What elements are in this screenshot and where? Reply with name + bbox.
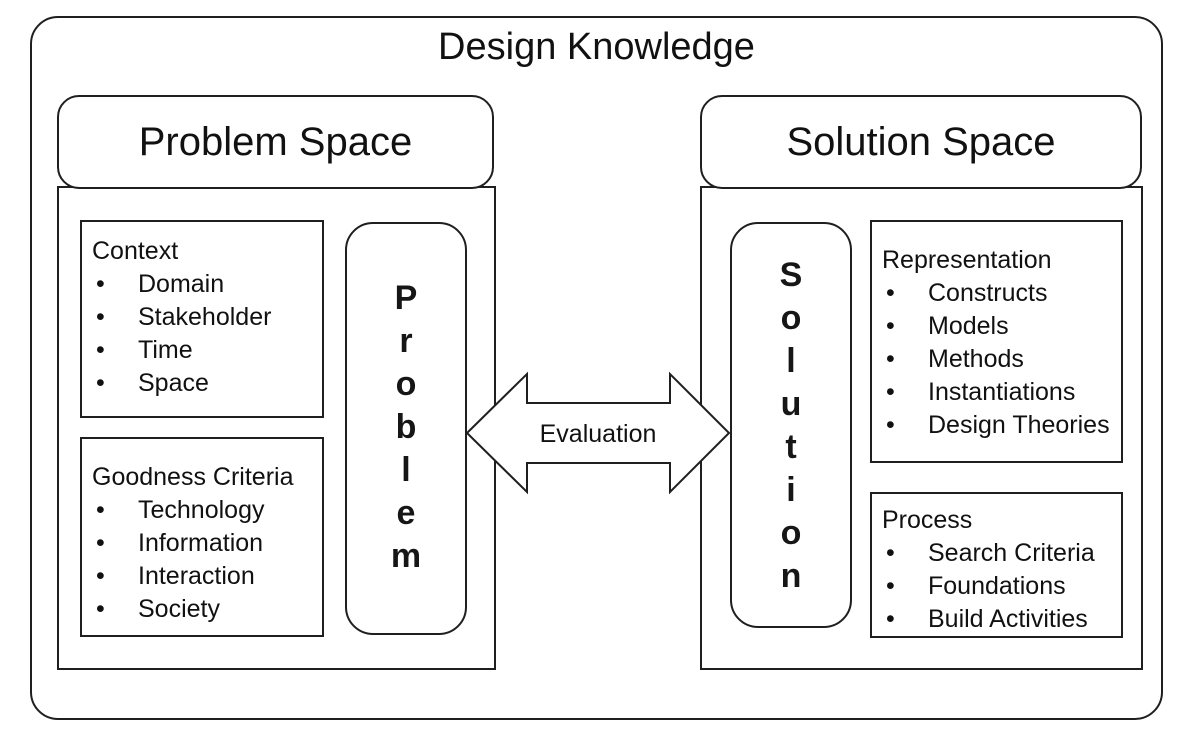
evaluation-arrow-shape bbox=[465, 371, 731, 495]
diagram-title: Design Knowledge bbox=[438, 26, 755, 68]
list-item: • Search Criteria bbox=[872, 537, 1121, 570]
bullet-dot-icon: • bbox=[886, 378, 895, 406]
list-item-label: Domain bbox=[138, 270, 225, 298]
list-item-label: Interaction bbox=[138, 562, 255, 590]
list-item: • Space bbox=[82, 367, 322, 400]
list-item-label: Time bbox=[138, 336, 193, 364]
process-title: Process bbox=[882, 506, 973, 534]
list-item-label: Design Theories bbox=[928, 411, 1110, 439]
bullet-dot-icon: • bbox=[96, 336, 105, 364]
representation-title: Representation bbox=[882, 246, 1052, 274]
bullet-dot-icon: • bbox=[886, 345, 895, 373]
solution-letter: n bbox=[780, 557, 802, 595]
solution-letter: o bbox=[780, 299, 802, 337]
list-item-label: Space bbox=[138, 369, 209, 397]
context-title: Context bbox=[92, 237, 179, 265]
solution-letter: S bbox=[779, 256, 803, 294]
list-item-label: Information bbox=[138, 529, 264, 557]
list-item: • Foundations bbox=[872, 570, 1121, 603]
list-item-label: Constructs bbox=[928, 279, 1048, 307]
problem-letter: o bbox=[395, 365, 417, 403]
list-item-label: Build Activities bbox=[928, 605, 1088, 633]
list-item-label: Technology bbox=[138, 496, 265, 524]
list-item: • Domain bbox=[82, 268, 322, 301]
solution-letter: l bbox=[786, 342, 796, 380]
list-item-label: Models bbox=[928, 312, 1009, 340]
list-item: • Methods bbox=[872, 343, 1121, 376]
solution-letter: o bbox=[780, 514, 802, 552]
bullet-dot-icon: • bbox=[96, 562, 105, 590]
solution-pill: S o l u t i o n bbox=[730, 222, 852, 628]
list-item: • Technology bbox=[82, 494, 322, 527]
bullet-dot-icon: • bbox=[96, 496, 105, 524]
problem-letter: b bbox=[395, 408, 417, 446]
solution-letter: u bbox=[780, 385, 802, 423]
list-item: • Build Activities bbox=[872, 603, 1121, 636]
problem-letter: e bbox=[396, 494, 416, 532]
bullet-dot-icon: • bbox=[886, 605, 895, 633]
bullet-dot-icon: • bbox=[886, 312, 895, 340]
problem-space-header: Problem Space bbox=[57, 95, 494, 189]
list-item: • Society bbox=[82, 593, 322, 626]
context-box: Context • Domain • Stakeholder • Time • … bbox=[80, 220, 324, 418]
list-item-label: Stakeholder bbox=[138, 303, 272, 331]
list-item-label: Foundations bbox=[928, 572, 1066, 600]
bullet-dot-icon: • bbox=[96, 270, 105, 298]
list-item: • Stakeholder bbox=[82, 301, 322, 334]
list-item: • Design Theories bbox=[872, 409, 1121, 442]
bullet-dot-icon: • bbox=[886, 539, 895, 567]
goodness-criteria-box: Goodness Criteria • Technology • Informa… bbox=[80, 437, 324, 637]
list-item: • Models bbox=[872, 310, 1121, 343]
solution-space-header-label: Solution Space bbox=[786, 119, 1056, 164]
process-box: Process • Search Criteria • Foundations … bbox=[870, 492, 1123, 638]
bullet-dot-icon: • bbox=[886, 411, 895, 439]
problem-letter: l bbox=[401, 451, 411, 489]
list-item: • Information bbox=[82, 527, 322, 560]
problem-space-header-label: Problem Space bbox=[138, 119, 413, 164]
list-item-label: Society bbox=[138, 595, 220, 623]
list-item: • Interaction bbox=[82, 560, 322, 593]
list-item-label: Instantiations bbox=[928, 378, 1076, 406]
solution-letter: i bbox=[786, 471, 796, 509]
bullet-dot-icon: • bbox=[96, 303, 105, 331]
bullet-dot-icon: • bbox=[96, 595, 105, 623]
bullet-dot-icon: • bbox=[886, 279, 895, 307]
bullet-dot-icon: • bbox=[96, 529, 105, 557]
bullet-dot-icon: • bbox=[886, 572, 895, 600]
representation-box: Representation • Constructs • Models • M… bbox=[870, 220, 1123, 463]
problem-letter: m bbox=[390, 537, 422, 575]
problem-letter: P bbox=[394, 279, 418, 317]
problem-letter: r bbox=[399, 322, 413, 360]
list-item: • Time bbox=[82, 334, 322, 367]
bullet-dot-icon: • bbox=[96, 369, 105, 397]
evaluation-label: Evaluation bbox=[540, 420, 657, 448]
list-item-label: Methods bbox=[928, 345, 1024, 373]
evaluation-arrow: Evaluation bbox=[460, 370, 736, 496]
goodness-criteria-title: Goodness Criteria bbox=[92, 463, 294, 491]
list-item-label: Search Criteria bbox=[928, 539, 1095, 567]
list-item: • Instantiations bbox=[872, 376, 1121, 409]
problem-pill: P r o b l e m bbox=[345, 222, 467, 635]
list-item: • Constructs bbox=[872, 277, 1121, 310]
solution-letter: t bbox=[785, 428, 797, 466]
solution-space-header: Solution Space bbox=[700, 95, 1142, 189]
